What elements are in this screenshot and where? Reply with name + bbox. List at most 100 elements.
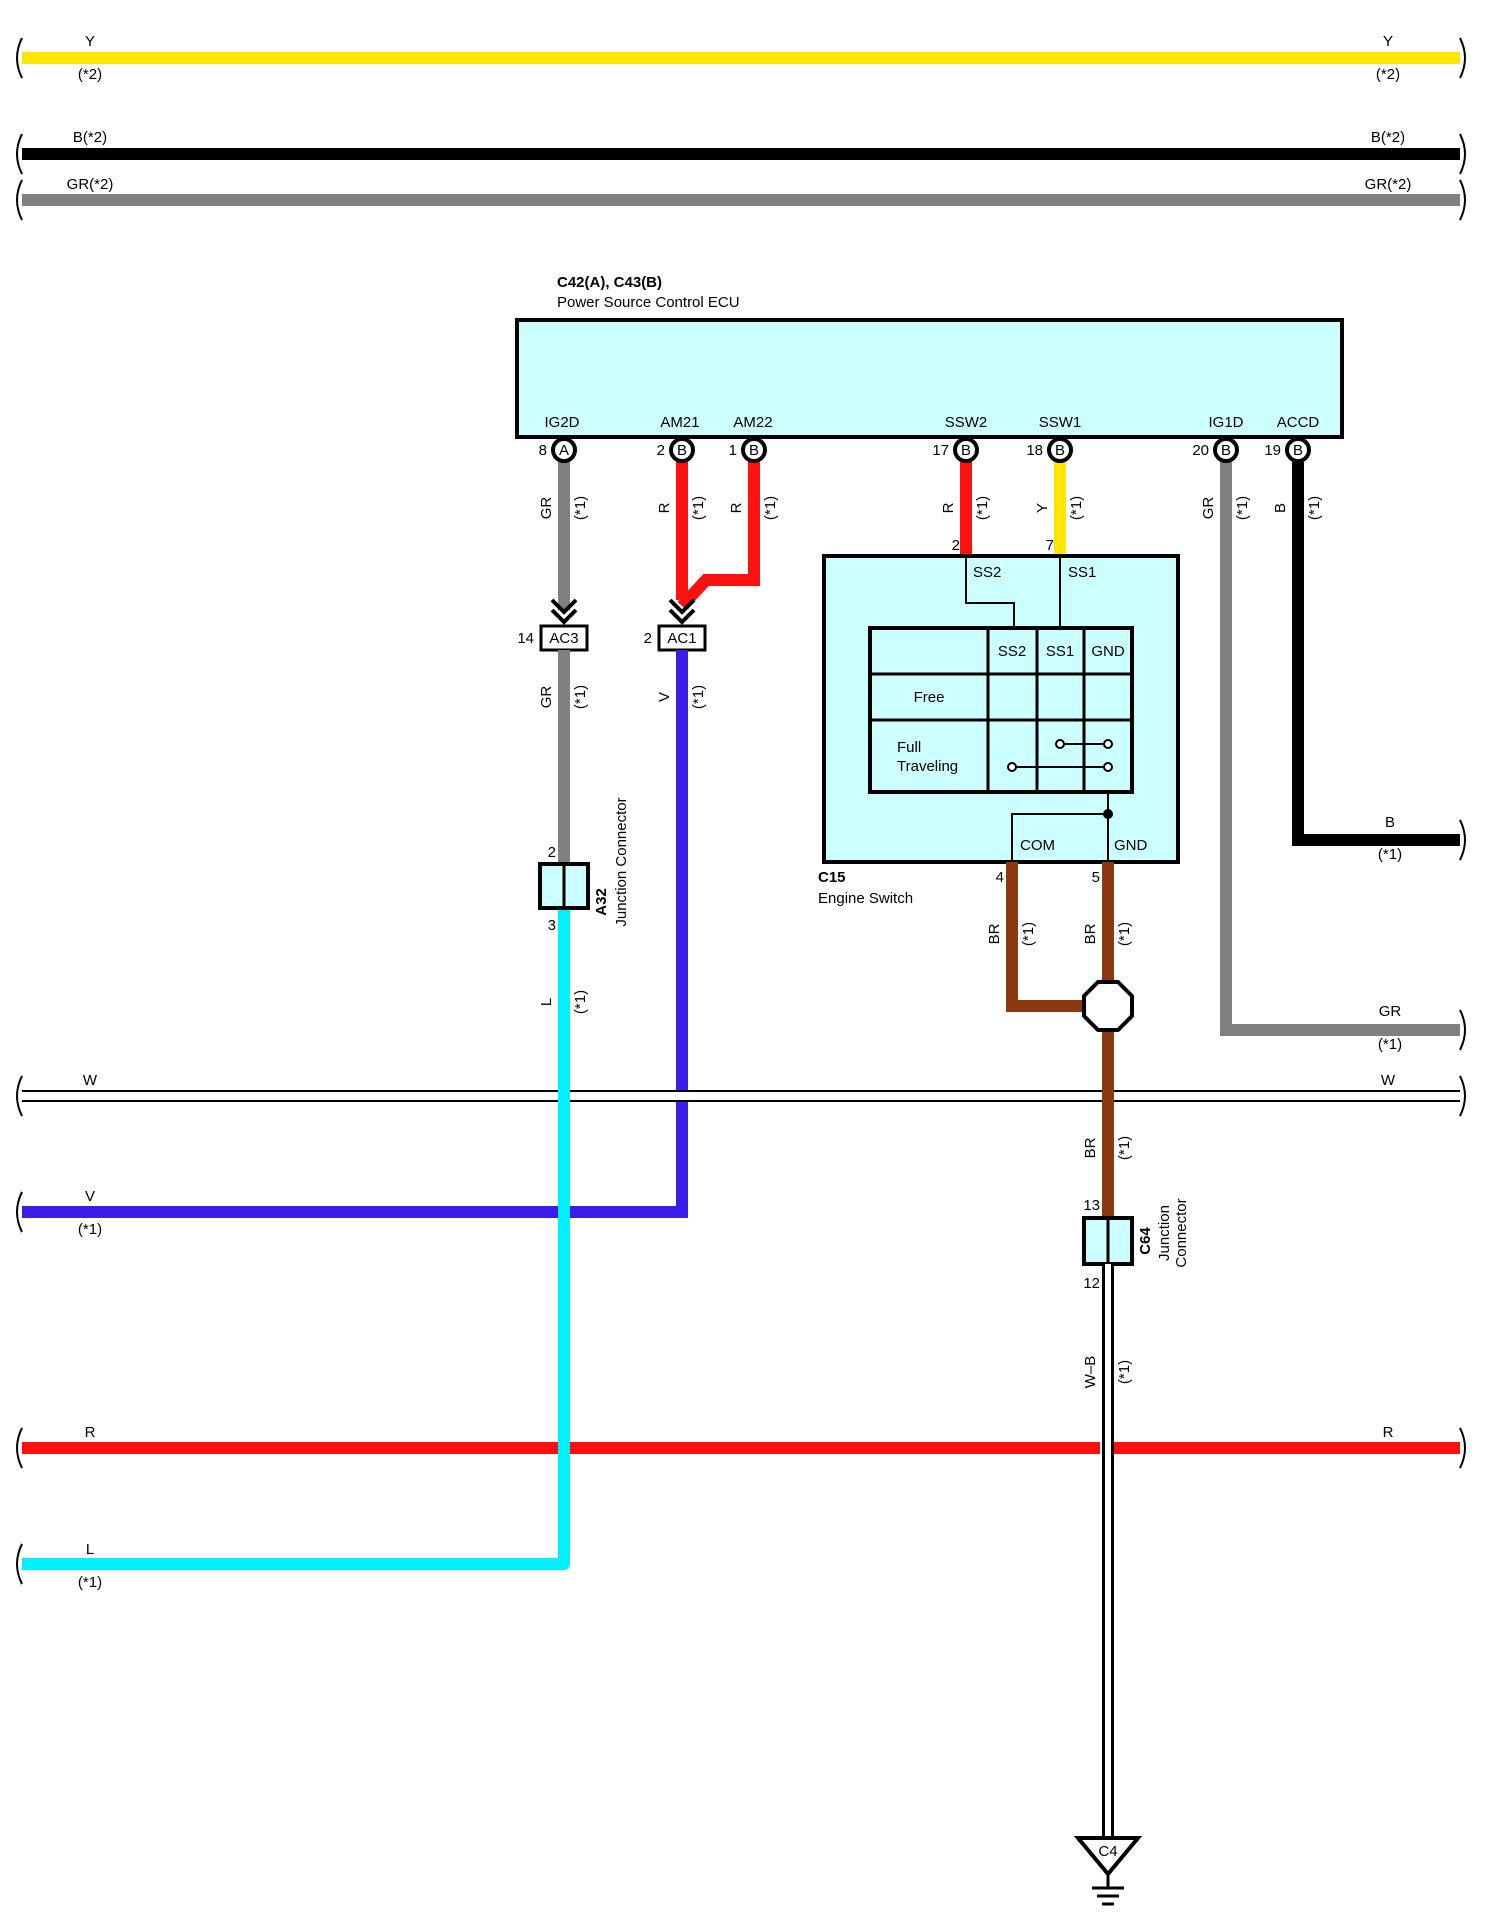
wire-code-right: W <box>1381 1072 1396 1089</box>
wire-note-am21: (*1) <box>690 496 707 520</box>
pin-number: 7 <box>1046 537 1054 554</box>
wire-v <box>22 650 688 1218</box>
terminal-ss2: SS2 <box>973 564 1001 581</box>
switch-table <box>868 626 1134 794</box>
wire-note-left: (*1) <box>78 1574 102 1591</box>
table-header-ss1: SS1 <box>1046 643 1074 660</box>
bus-wire-yellow: Y (*2) Y (*2) <box>16 33 1466 83</box>
junction-connector-a32: 2 3 A32 Junction Connector <box>538 797 630 934</box>
pin-number: 20 <box>1192 442 1209 459</box>
pin-label-ig2d: IG2D <box>544 414 579 431</box>
wire-code-ssw1: Y <box>1034 503 1051 513</box>
chevron-down-icon <box>668 598 696 625</box>
ground-id: C4 <box>1098 1843 1117 1860</box>
junction-name: Junction Connector <box>613 797 630 926</box>
wire-note-w-b: (*1) <box>1116 1360 1133 1384</box>
wire-code-a32-out: L <box>538 998 555 1006</box>
terminal-gnd: GND <box>1114 837 1148 854</box>
connector-ac1: AC1 2 <box>644 624 707 652</box>
wire-code-right: Y <box>1383 33 1393 50</box>
pin-number: 17 <box>932 442 949 459</box>
exit-b-code: B <box>1385 814 1395 831</box>
ecu-pin-am22: B 1 <box>729 437 767 463</box>
row-full-line1: Full <box>897 739 921 756</box>
junction-name-line2: Connector <box>1173 1198 1190 1267</box>
engine-switch-name: Engine Switch <box>818 890 913 907</box>
pin-number: 2 <box>644 630 652 647</box>
wire-note-ig1d: (*1) <box>1234 496 1251 520</box>
wire-note-ig2d: (*1) <box>572 496 589 520</box>
wire-note-br: (*1) <box>1116 1136 1133 1160</box>
wire-accd <box>1292 462 1460 846</box>
svg-text:AC1: AC1 <box>667 630 696 647</box>
chevron-down-icon <box>550 598 578 625</box>
bus-wire-white: W W <box>16 1072 1466 1117</box>
exit-gr-note: (*1) <box>1378 1036 1402 1053</box>
wire-code-left: L <box>86 1541 94 1558</box>
wire-ig1d <box>1220 462 1460 1036</box>
junction-id: A32 <box>593 888 610 916</box>
pin-number: 8 <box>539 442 547 459</box>
wire-code-br: BR <box>1082 1137 1099 1158</box>
continuity-marks <box>1007 739 1113 772</box>
exit-gr-code: GR <box>1379 1003 1402 1020</box>
wire-code-am22: R <box>728 502 745 513</box>
row-free: Free <box>914 689 945 706</box>
wire-code-right: B(*2) <box>1371 129 1405 146</box>
wire-l <box>22 908 570 1570</box>
junction-connector-c64: 13 12 C64 Junction Connector <box>1082 1197 1190 1292</box>
bus-wire-violet: V (*1) <box>16 1188 102 1238</box>
svg-text:B: B <box>1055 442 1065 459</box>
svg-text:B: B <box>1221 442 1231 459</box>
exit-b-note: (*1) <box>1378 846 1402 863</box>
ecu-pin-ssw1: B 18 <box>1026 437 1073 463</box>
bus-wire-cyan: L (*1) <box>16 1541 102 1591</box>
wire-am21-am22 <box>676 462 760 611</box>
wire-code-left: V <box>85 1188 95 1205</box>
wire-note-com: (*1) <box>1020 922 1037 946</box>
power-source-control-ecu: C42(A), C43(B) Power Source Control ECU … <box>515 274 1344 439</box>
wire-note-gnd: (*1) <box>1116 922 1133 946</box>
ecu-name: Power Source Control ECU <box>557 294 740 311</box>
svg-text:B: B <box>961 442 971 459</box>
svg-text:A: A <box>559 442 569 459</box>
pin-label-accd: ACCD <box>1277 414 1320 431</box>
wire-note-left: (*2) <box>78 66 102 83</box>
pin-number: 4 <box>996 869 1004 886</box>
bus-wire-black: B(*2) B(*2) <box>16 129 1466 175</box>
pin-label-am21: AM21 <box>660 414 699 431</box>
pin-label-ssw2: SSW2 <box>945 414 988 431</box>
wire-code-com: BR <box>986 923 1003 944</box>
wire-code-ig1d: GR <box>1200 497 1217 520</box>
wire-code-right: R <box>1383 1424 1394 1441</box>
svg-text:B: B <box>1293 442 1303 459</box>
ecu-pin-ig1d: B 20 <box>1192 437 1239 463</box>
svg-text:B: B <box>749 442 759 459</box>
pin-number: 2 <box>548 844 556 861</box>
wire-code-ssw2: R <box>940 502 957 513</box>
terminal-com: COM <box>1020 837 1055 854</box>
wire-note-am22: (*1) <box>762 496 779 520</box>
pin-number: 3 <box>548 917 556 934</box>
pin-number: 12 <box>1083 1275 1100 1292</box>
svg-text:AC3: AC3 <box>549 630 578 647</box>
wire-code-right: GR(*2) <box>1365 176 1412 193</box>
wire-code-ac3: GR <box>538 686 555 709</box>
engine-switch-id: C15 <box>818 869 846 886</box>
engine-switch: 2 7 SS2 SS1 SS2 SS1 GND Free Full Travel… <box>818 537 1180 907</box>
ecu-pin-am21: B 2 <box>657 437 695 463</box>
table-header-gnd: GND <box>1091 643 1125 660</box>
terminal-ss1: SS1 <box>1068 564 1096 581</box>
ecu-pin-accd: B 19 <box>1264 437 1311 463</box>
pin-number: 2 <box>952 537 960 554</box>
junction-name-line1: Junction <box>1156 1205 1173 1261</box>
bus-wire-gray: GR(*2) GR(*2) <box>16 176 1466 221</box>
wire-code-left: Y <box>85 33 95 50</box>
wire-code-left: B(*2) <box>73 129 107 146</box>
svg-text:B: B <box>677 442 687 459</box>
wire-note-ssw1: (*1) <box>1068 496 1085 520</box>
wire-code-accd: B <box>1272 503 1289 513</box>
table-header-ss2: SS2 <box>998 643 1026 660</box>
pin-number: 1 <box>729 442 737 459</box>
wire-code-am21: R <box>656 502 673 513</box>
